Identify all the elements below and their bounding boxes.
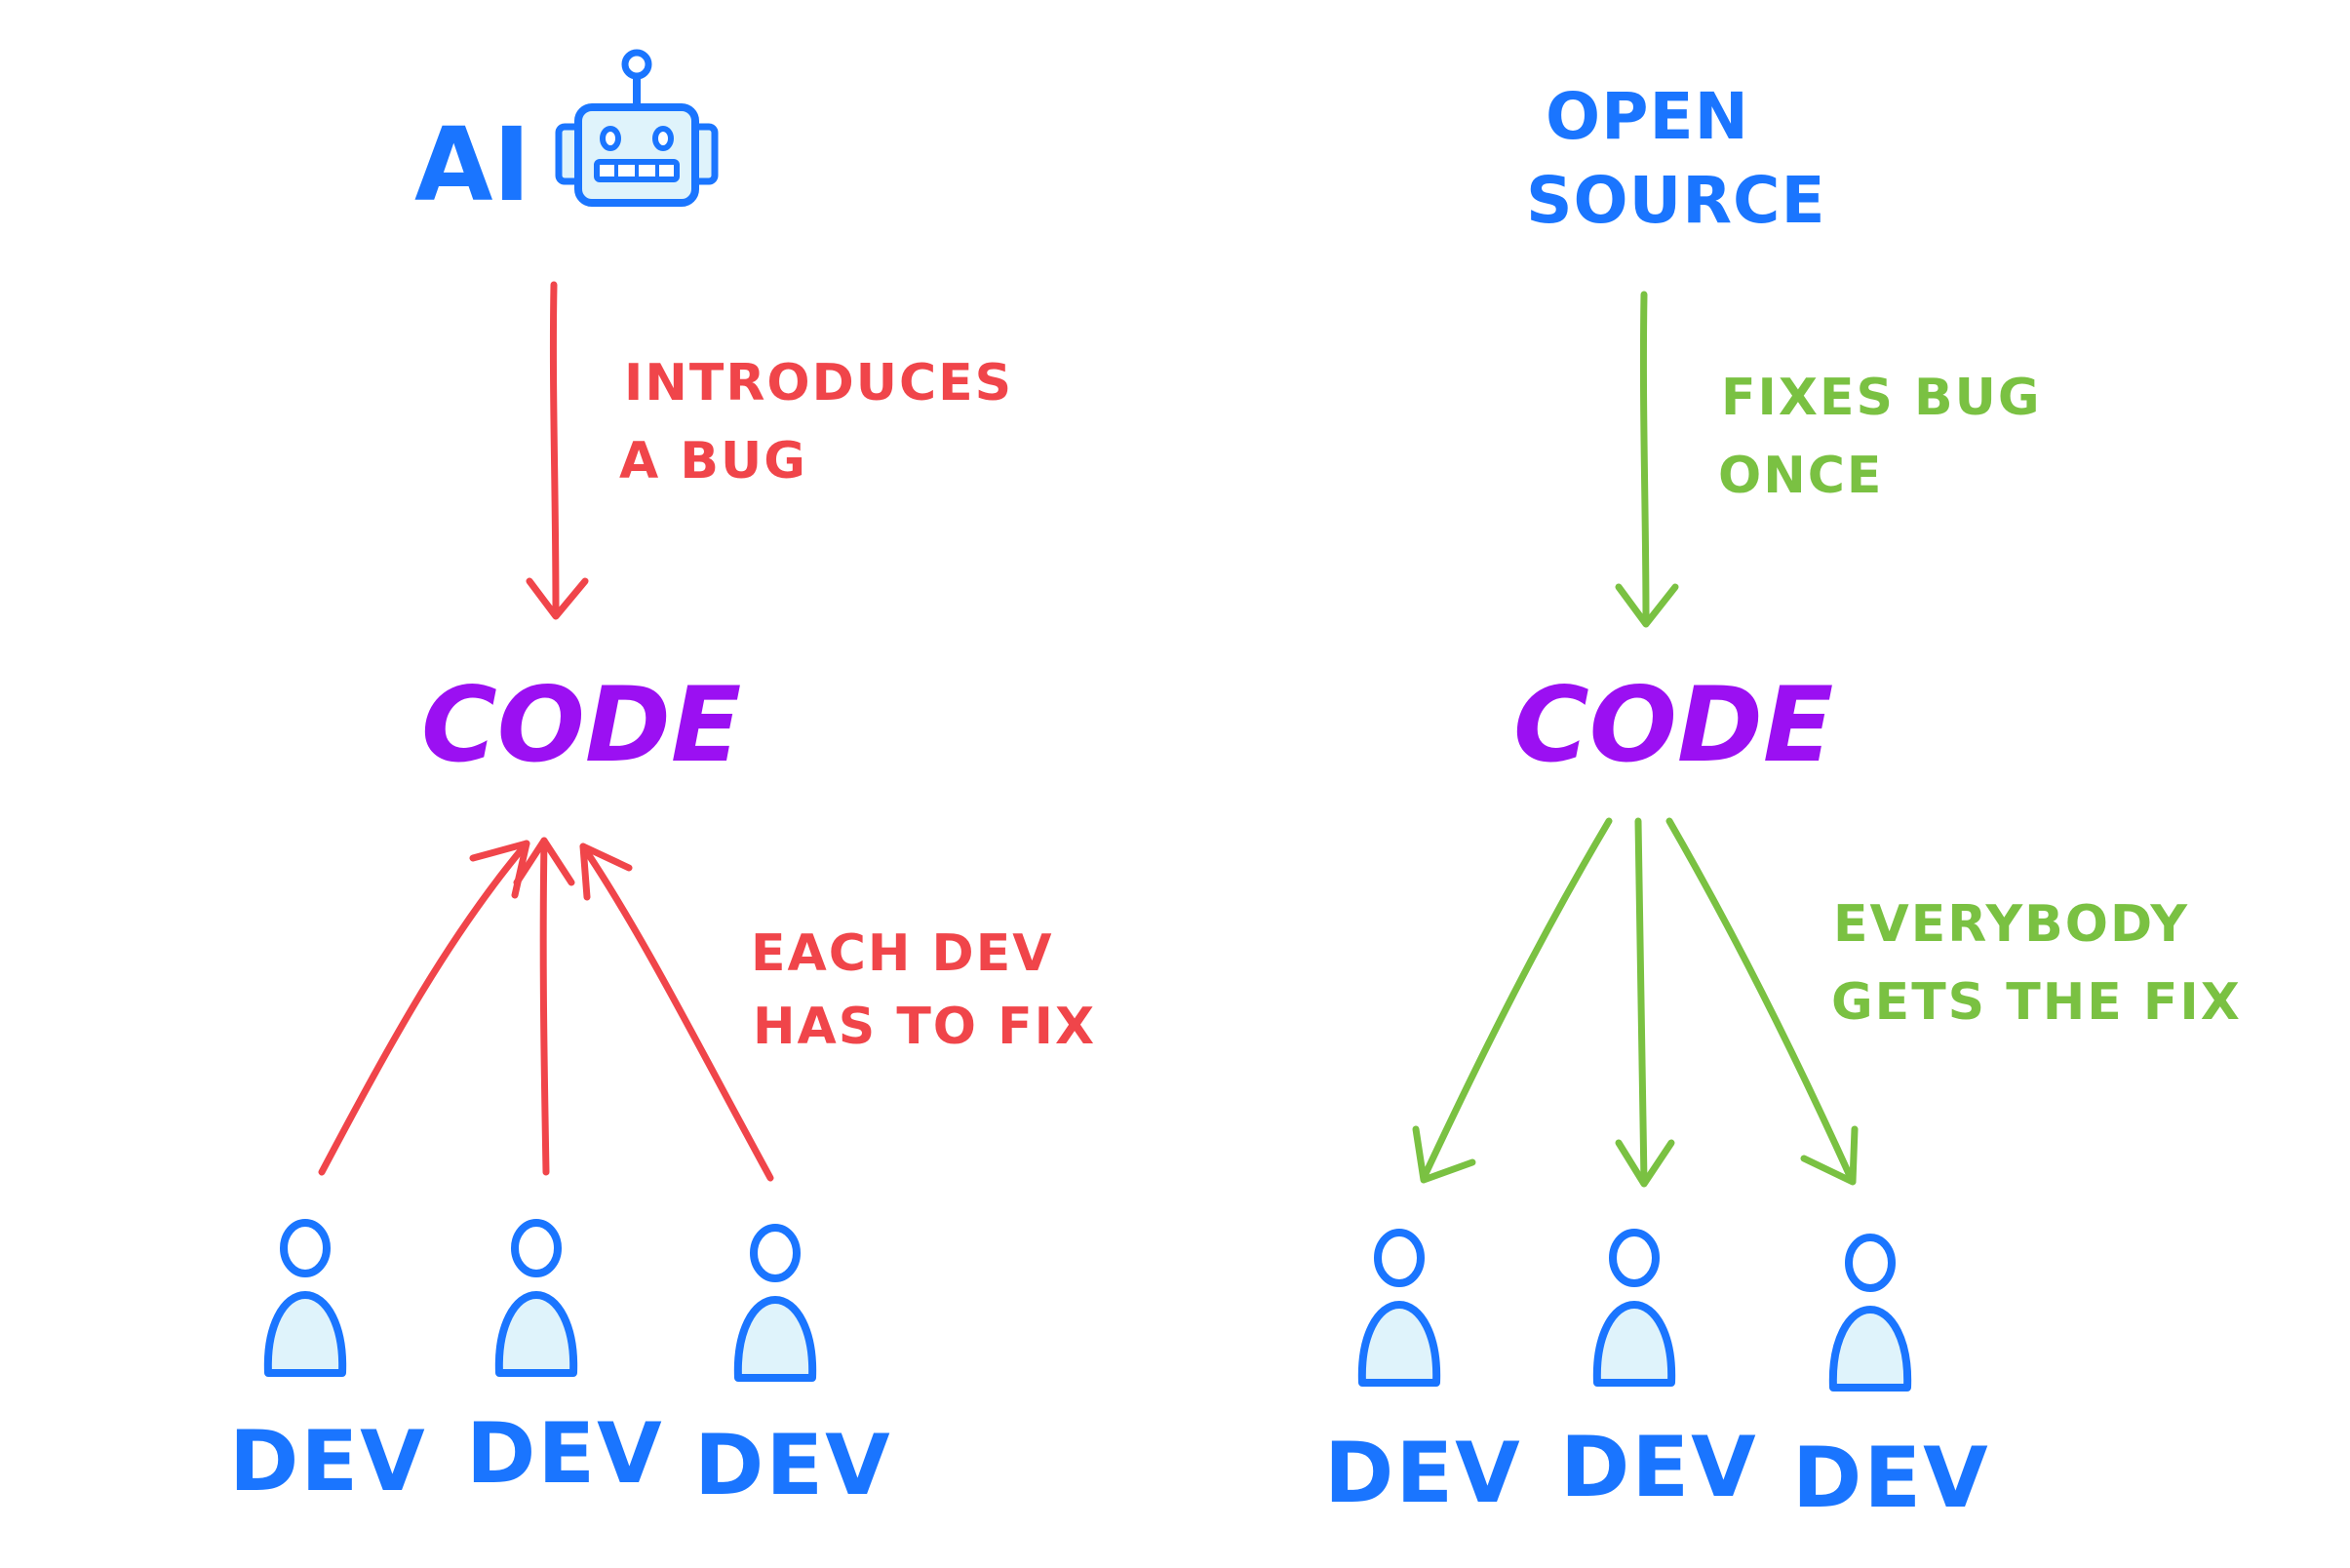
person-icon <box>1833 1237 1907 1388</box>
introduces-bug-label-line2: A BUG <box>619 432 807 490</box>
ai-to-code-arrow <box>526 281 589 620</box>
code-to-dev-arrow-left <box>1412 817 1613 1184</box>
fixes-bug-label-line2: ONCE <box>1718 447 1883 505</box>
dev-label: DEV <box>466 1405 664 1503</box>
left-panel: AI INTRODUCES A BUG CODE <box>229 49 1096 1514</box>
code-label-right: CODE <box>1513 665 1833 785</box>
opensource-to-code-arrow <box>1615 291 1679 628</box>
code-label-left: CODE <box>421 665 741 785</box>
right-panel: OPEN SOURCE FIXES BUG ONCE CODE EVERYBOD… <box>1324 79 2242 1527</box>
dev-label: DEV <box>1560 1419 1758 1516</box>
dev-to-code-arrow-middle <box>513 837 575 1176</box>
everybody-label-line1: EVERYBODY <box>1833 895 2189 954</box>
dev-label: DEV <box>694 1417 892 1514</box>
dev-label: DEV <box>1324 1425 1522 1522</box>
dev-person-6: DEV <box>1792 1237 1990 1527</box>
open-source-title-line2: SOURCE <box>1526 163 1826 238</box>
person-icon <box>1597 1233 1671 1383</box>
dev-label: DEV <box>1792 1430 1990 1527</box>
ai-title: AI <box>414 105 530 224</box>
code-to-dev-arrow-middle <box>1615 817 1675 1188</box>
open-source-title-line1: OPEN <box>1546 79 1749 154</box>
dev-person-4: DEV <box>1324 1233 1522 1522</box>
dev-person-2: DEV <box>466 1223 664 1503</box>
code-to-dev-arrow-right <box>1665 817 1859 1186</box>
fixes-bug-label-line1: FIXES BUG <box>1721 369 2042 427</box>
person-icon <box>738 1228 812 1378</box>
each-dev-label-line1: EACH DEV <box>751 924 1053 983</box>
robot-icon <box>555 49 719 207</box>
everybody-label-line2: GETS THE FIX <box>1831 973 2242 1032</box>
dev-person-1: DEV <box>229 1223 427 1510</box>
person-icon <box>268 1223 342 1373</box>
each-dev-label-line2: HAS TO FIX <box>753 998 1096 1056</box>
person-icon <box>499 1223 573 1373</box>
introduces-bug-label-line1: INTRODUCES <box>624 354 1013 412</box>
dev-person-3: DEV <box>694 1228 892 1514</box>
dev-person-5: DEV <box>1560 1233 1758 1516</box>
dev-label: DEV <box>229 1413 427 1510</box>
dev-to-code-arrow-right <box>579 843 774 1182</box>
dev-to-code-arrow-left <box>318 840 530 1176</box>
person-icon <box>1362 1233 1436 1383</box>
